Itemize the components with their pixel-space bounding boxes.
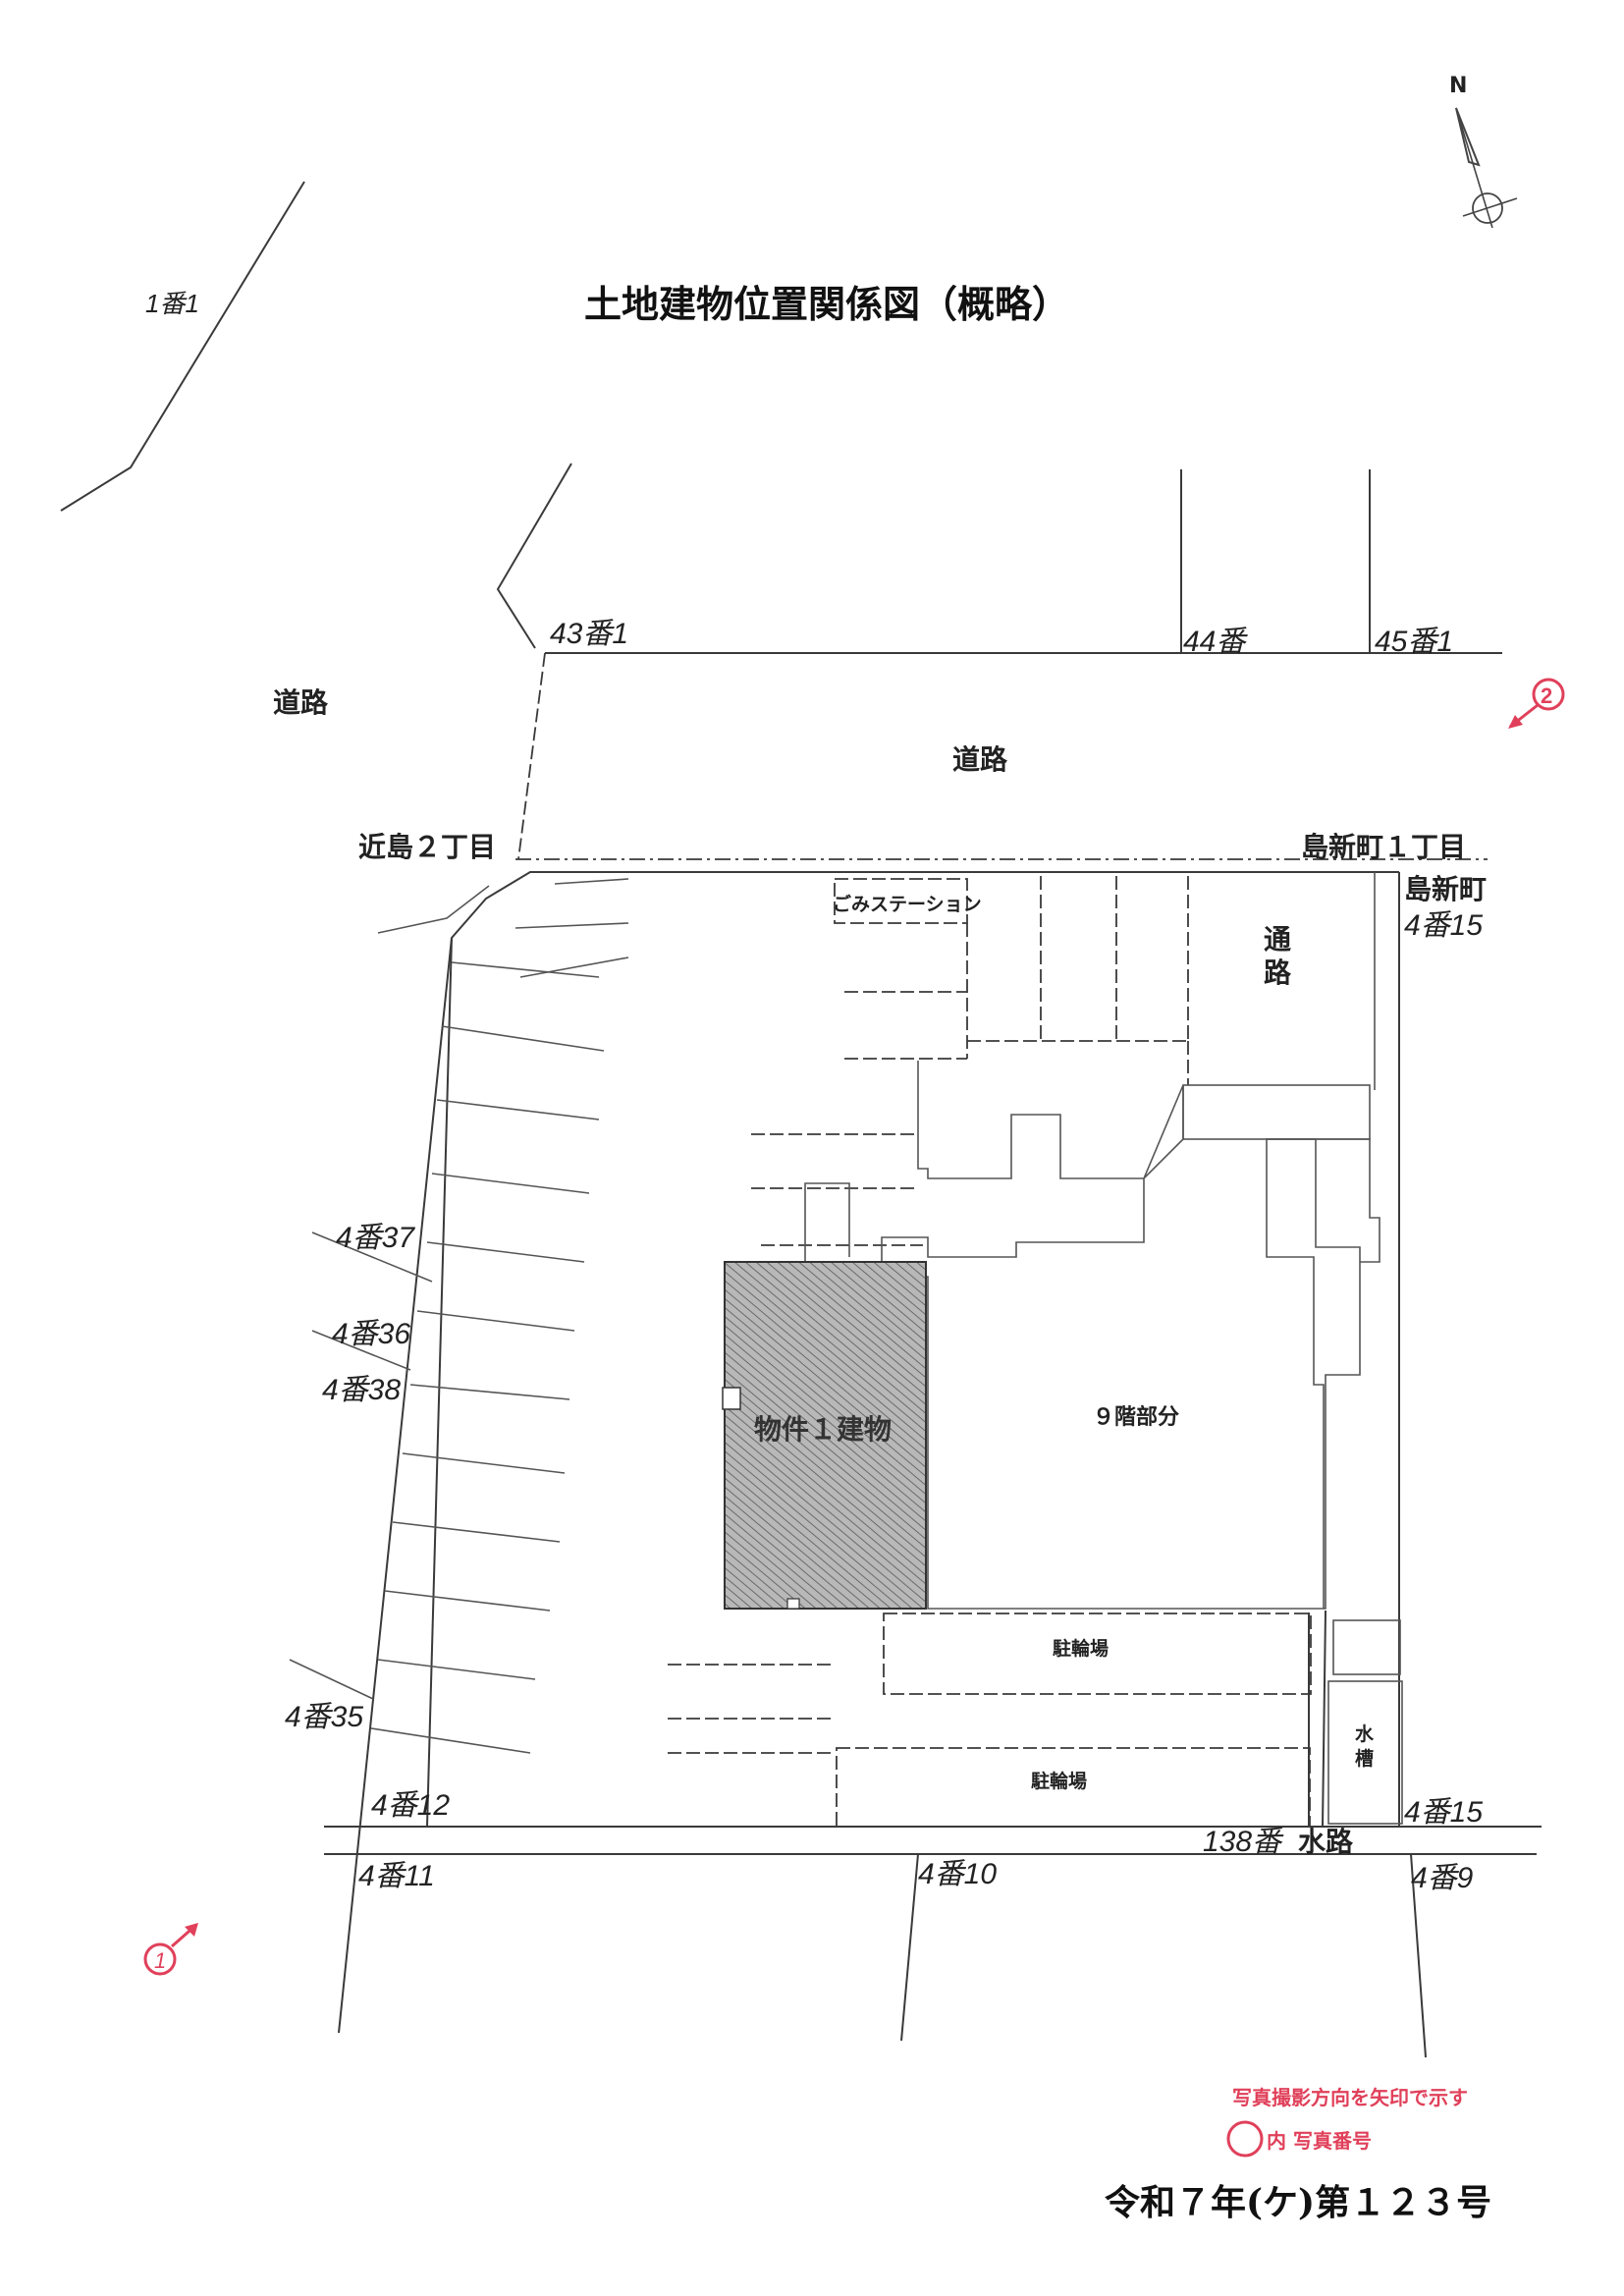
photo-marker-1: 1 bbox=[143, 1923, 198, 1976]
garbage-station bbox=[834, 878, 968, 924]
passage-area: 通 路 bbox=[1264, 923, 1292, 989]
chikashima-label: 近島２丁目 bbox=[358, 831, 496, 863]
bicycle-parking-1 bbox=[883, 1613, 1312, 1695]
property-building-label: 物件１建物 bbox=[754, 1413, 892, 1446]
lot-4-37: 4番37 bbox=[336, 1222, 415, 1254]
site-boundary bbox=[426, 871, 1399, 1828]
parking-stalls-west bbox=[370, 878, 629, 1754]
passage-label-2: 路 bbox=[1264, 957, 1292, 989]
legend-arrow-note: 写真撮影方向を矢印で示す bbox=[1232, 2086, 1468, 2109]
garbage-station-label: ごみステーション bbox=[833, 893, 982, 915]
water-tank-label-1: 水 bbox=[1355, 1723, 1375, 1745]
lot-4-11: 4番11 bbox=[358, 1860, 435, 1892]
road-top-label: 道路 bbox=[952, 743, 1008, 776]
photo-marker-2: 2 bbox=[1508, 678, 1565, 729]
lot-4-9: 4番9 bbox=[1411, 1862, 1474, 1894]
passage-label-1: 通 bbox=[1264, 923, 1291, 956]
waterway-label: 水路 bbox=[1298, 1826, 1354, 1858]
shimashinmachi-label: 島新町 bbox=[1404, 873, 1487, 905]
lot-4-15-bottom: 4番15 bbox=[1404, 1796, 1483, 1829]
lot-4-15-top: 4番15 bbox=[1404, 909, 1483, 942]
boundary-far-left bbox=[60, 181, 305, 512]
lot-45-1: 45番1 bbox=[1375, 626, 1453, 658]
boundary-43-1-west bbox=[496, 463, 572, 649]
lot-4-38: 4番38 bbox=[322, 1374, 401, 1406]
lot-4-35: 4番35 bbox=[285, 1701, 363, 1733]
map-title: 土地建物位置関係図（概略） bbox=[584, 283, 1069, 326]
lot-4-10: 4番10 bbox=[918, 1858, 997, 1890]
case-number: 令和７年(ケ)第１２３号 bbox=[1105, 2182, 1491, 2223]
road-left-label: 道路 bbox=[273, 686, 329, 719]
legend-circle-note: 内 写真番号 bbox=[1267, 2129, 1372, 2153]
water-tank-label-2: 槽 bbox=[1355, 1747, 1374, 1770]
legend-circle-icon bbox=[1226, 2120, 1264, 2158]
lot-43-1: 43番1 bbox=[550, 618, 628, 650]
lot-1-1: 1番1 bbox=[145, 289, 199, 318]
property-building bbox=[724, 1261, 927, 1610]
road-west-dashed bbox=[517, 652, 546, 860]
bicycle-parking-2-label: 駐輪場 bbox=[1031, 1770, 1087, 1792]
lot-138: 138番 bbox=[1203, 1826, 1284, 1858]
bicycle-parking-1-label: 駐輪場 bbox=[1053, 1637, 1109, 1660]
lot-4-12: 4番12 bbox=[371, 1789, 450, 1822]
photo-2-number: 2 bbox=[1541, 683, 1552, 708]
north-arrow-icon: N bbox=[1449, 74, 1518, 229]
main-building-outline bbox=[881, 1061, 1361, 1610]
lot-44: 44番 bbox=[1183, 626, 1248, 658]
north-label: N bbox=[1449, 74, 1467, 98]
ninth-floor-label: ９階部分 bbox=[1093, 1404, 1179, 1430]
shimashinmachi-1-label: 島新町１丁目 bbox=[1301, 831, 1466, 863]
parking-stalls-center bbox=[668, 991, 967, 1754]
water-tank bbox=[1327, 1680, 1403, 1825]
lot-4-36: 4番36 bbox=[332, 1318, 410, 1350]
photo-1-number: 1 bbox=[154, 1948, 166, 1973]
